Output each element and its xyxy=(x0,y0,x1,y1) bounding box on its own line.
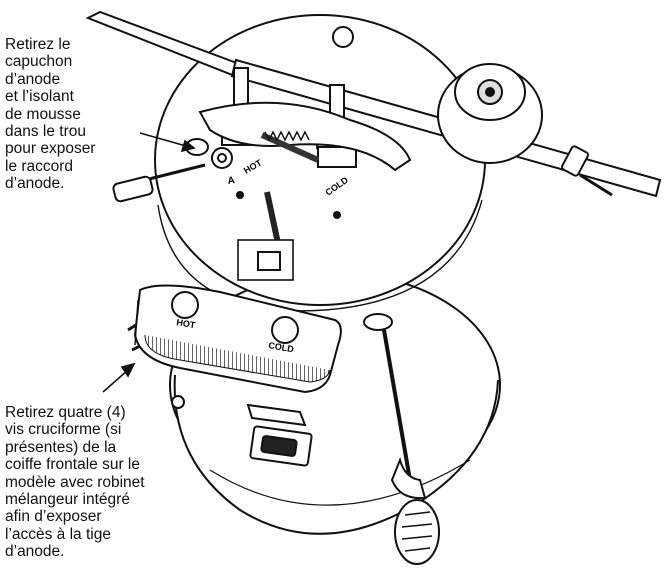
callout-arrow-top xyxy=(139,132,196,153)
anode-port xyxy=(185,138,233,169)
top-fittings xyxy=(198,67,412,172)
cover-hot-label: HOT xyxy=(176,317,197,330)
tank-top-details xyxy=(236,191,341,219)
anode-rod xyxy=(237,191,294,281)
vent-hole xyxy=(332,26,354,48)
anode-cap-instruction: Retirez le capuchon d’anode et l’isolant… xyxy=(5,36,96,193)
front-cover xyxy=(133,284,342,467)
screwdriver xyxy=(112,163,206,203)
cover-screws-instruction: Retirez quatre (4) vis cruciforme (si pr… xyxy=(5,404,145,561)
anode-label: A xyxy=(227,175,236,187)
callout-arrow-bottom xyxy=(102,362,136,393)
cover-cold-label: COLD xyxy=(268,340,295,354)
expansion-tank xyxy=(437,63,613,197)
cover-screws xyxy=(127,323,185,409)
drain-valve xyxy=(363,313,440,565)
